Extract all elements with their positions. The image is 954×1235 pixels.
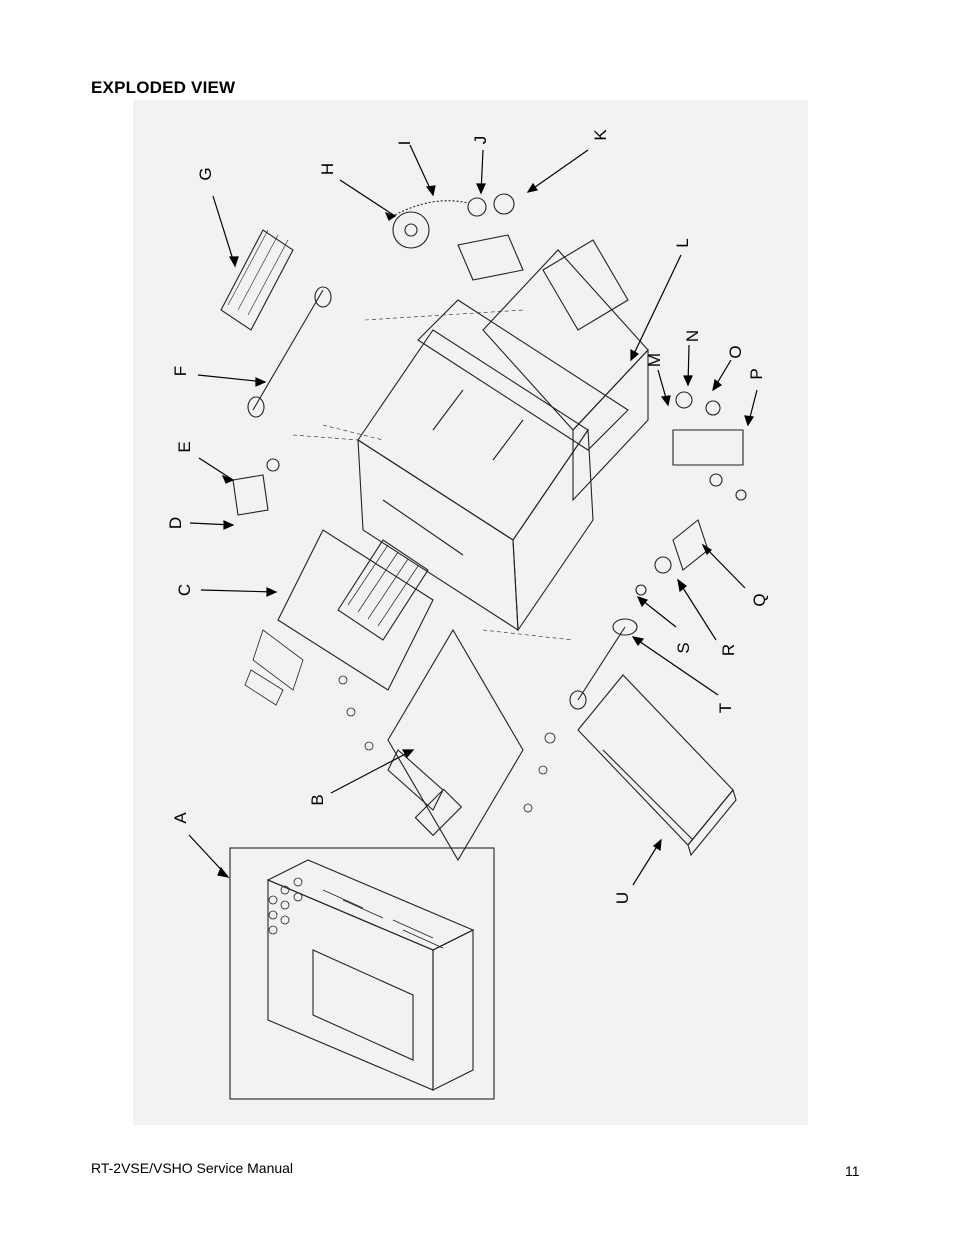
callout-q: Q	[750, 593, 769, 607]
callout-d: D	[166, 516, 185, 530]
callout-j: J	[471, 135, 490, 145]
callout-e: E	[175, 441, 194, 453]
callout-m: M	[645, 352, 664, 368]
callout-t: T	[716, 702, 735, 714]
callout-h: H	[318, 162, 337, 176]
callout-i: I	[395, 140, 414, 146]
callout-r: R	[719, 643, 738, 657]
callout-k: K	[591, 129, 610, 141]
callout-c: C	[175, 583, 194, 597]
callout-s: S	[674, 642, 693, 654]
assembled-unit-frame	[229, 847, 495, 1100]
callout-f: F	[171, 365, 190, 377]
callout-l: L	[673, 238, 692, 248]
footer-page-number: 11	[845, 1163, 860, 1179]
callout-o: O	[726, 345, 745, 359]
page-title: EXPLODED VIEW	[91, 78, 236, 97]
footer-manual-title: RT-2VSE/VSHO Service Manual	[91, 1160, 294, 1176]
callout-u: U	[613, 891, 632, 905]
callout-n: N	[683, 329, 702, 343]
callout-p: P	[747, 368, 766, 380]
callout-b: B	[308, 794, 327, 806]
exploded-view-diagram: A B C D E F G H I J K L M N O P Q R S T …	[133, 100, 808, 1125]
diagram-drawing	[188, 144, 758, 1100]
callout-a: A	[171, 812, 190, 824]
callout-g: G	[196, 167, 215, 181]
